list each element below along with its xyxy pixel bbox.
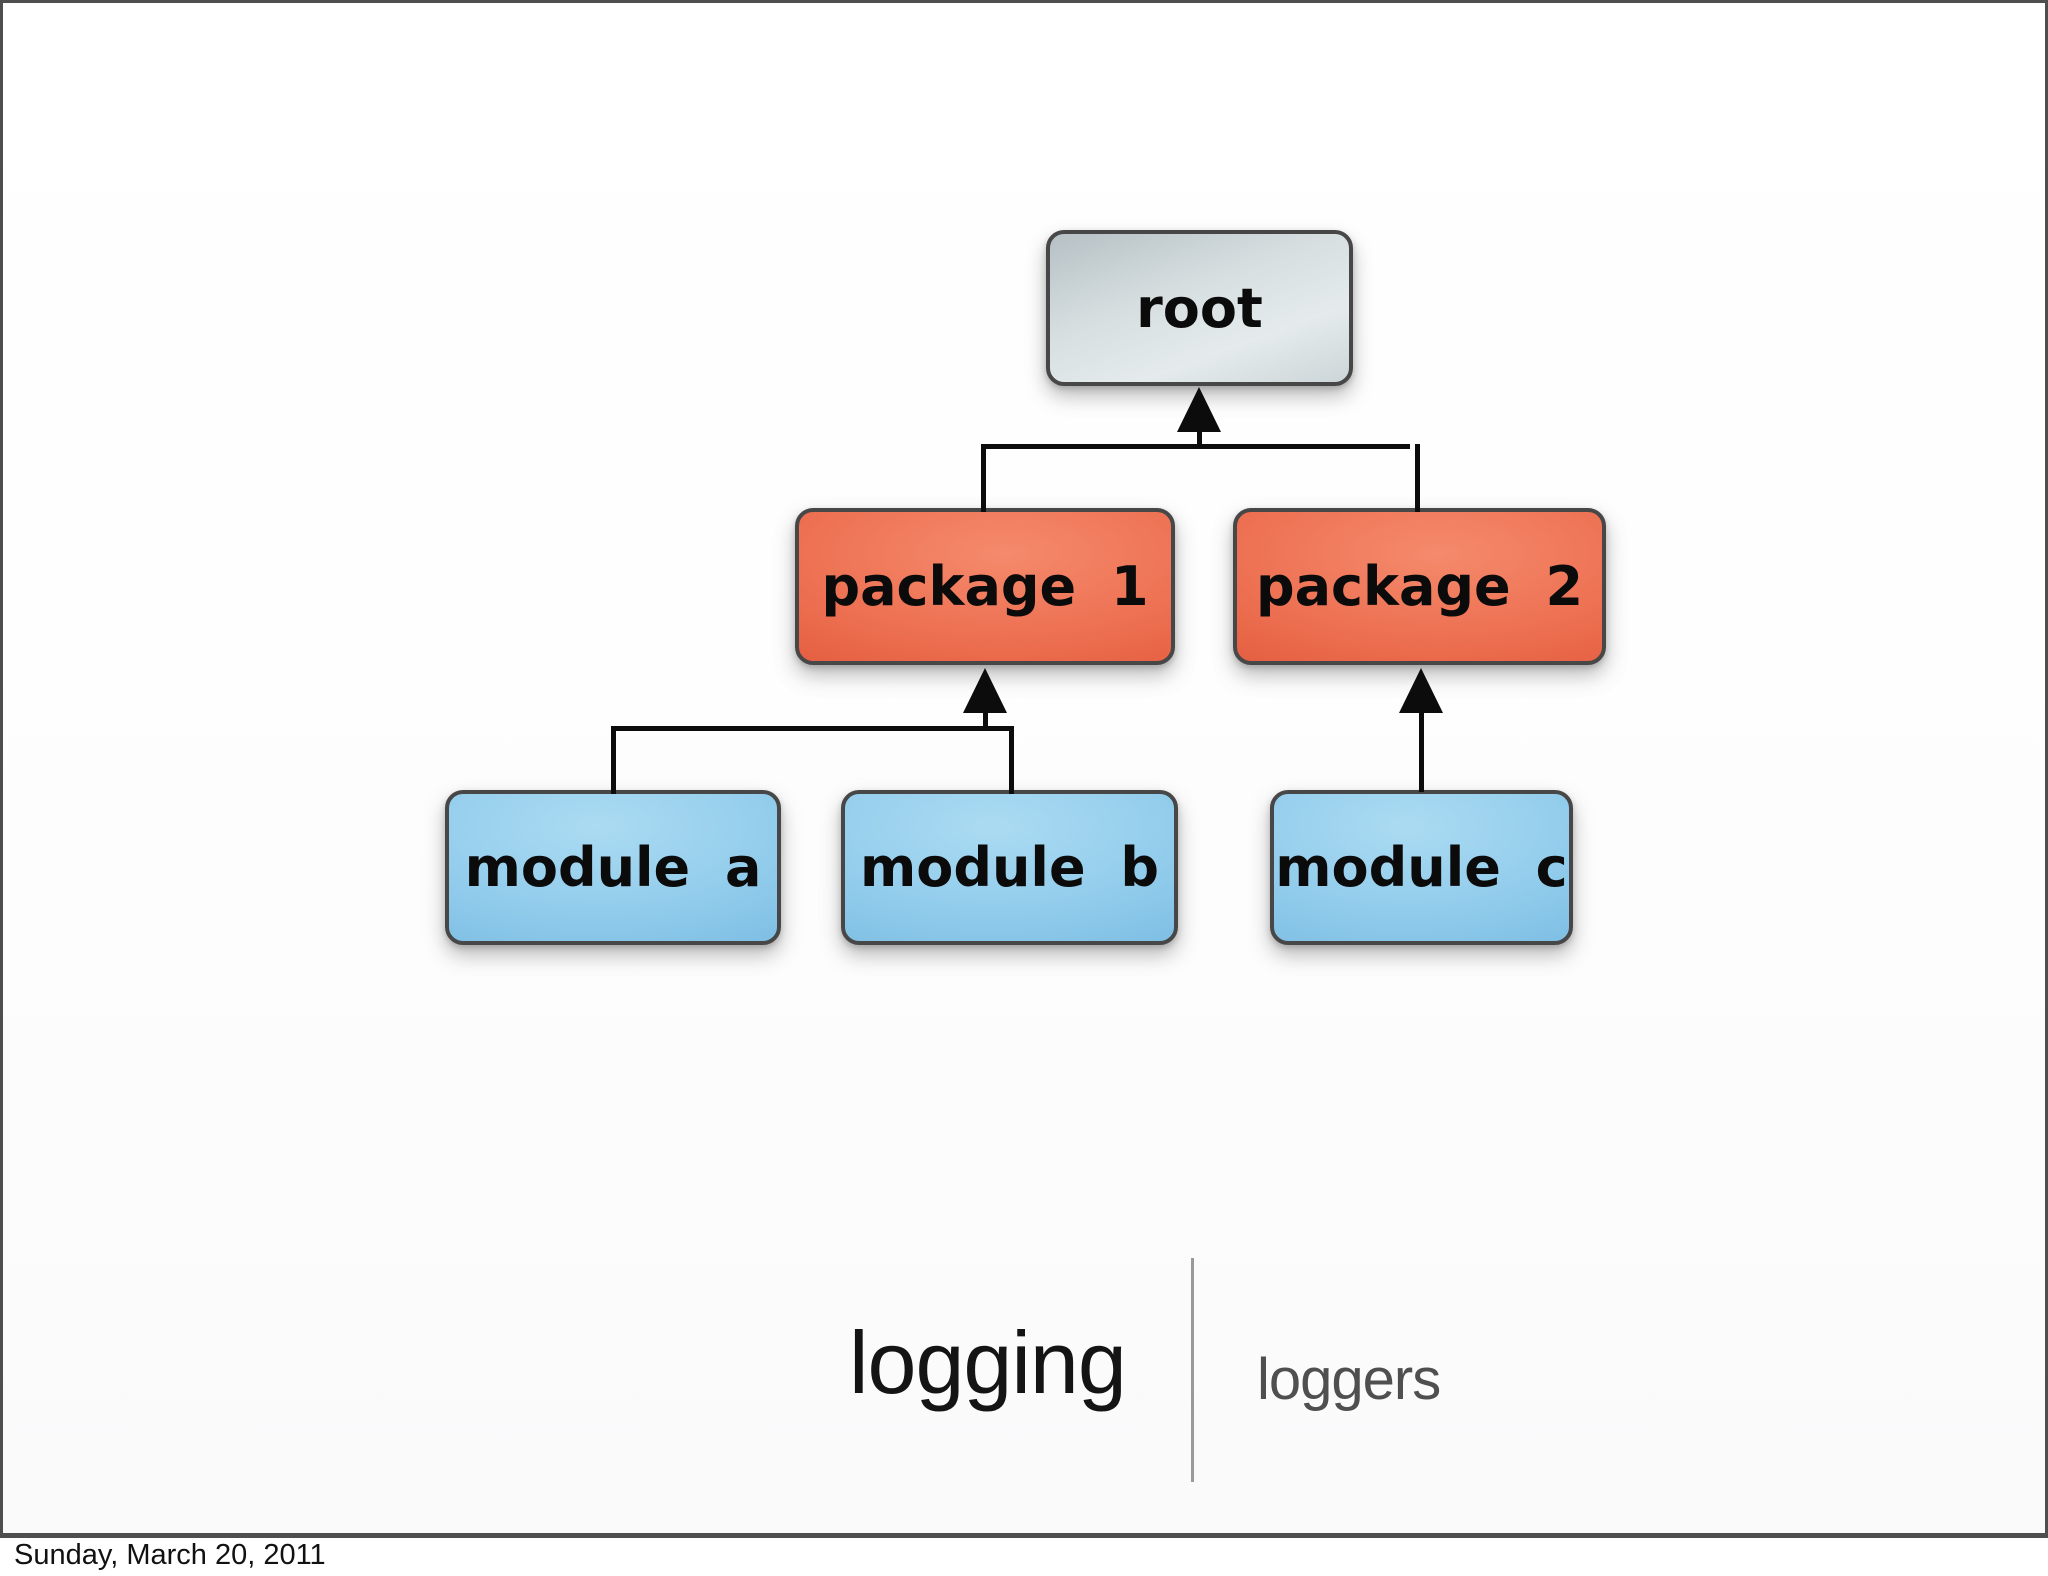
- connector-package-1-arrow-stem: [983, 706, 988, 731]
- connector-root-drop-package-1: [981, 444, 986, 512]
- diagram-node-module-a: module a: [445, 790, 781, 945]
- connector-root-drop-package-2: [1415, 444, 1420, 512]
- node-label-module-b: module b: [859, 836, 1160, 899]
- node-label-module-a: module a: [464, 836, 762, 899]
- node-label-package-1: package 1: [821, 555, 1149, 618]
- node-label-root: root: [1136, 276, 1263, 340]
- node-label-module-c: module c: [1275, 836, 1568, 899]
- node-label-package-2: package 2: [1255, 555, 1584, 618]
- date-caption: Sunday, March 20, 2011: [14, 1539, 326, 1571]
- connector-package-1-drop-module-a: [611, 726, 616, 794]
- arrow-up-icon-package-1: [963, 668, 1007, 713]
- arrow-up-icon-package-2: [1399, 668, 1443, 713]
- connector-package-1-drop-module-b: [1009, 726, 1014, 794]
- diagram-node-package-2: package 2: [1233, 508, 1606, 665]
- diagram-node-root: root: [1046, 230, 1353, 386]
- slide-canvas: root package 1 package 2 module a module…: [0, 0, 2048, 1538]
- diagram-node-module-c: module c: [1270, 790, 1573, 945]
- diagram-node-package-1: package 1: [795, 508, 1175, 665]
- slide-section-label: loggers: [1257, 1347, 1441, 1412]
- slide-title: logging: [849, 1313, 1127, 1412]
- arrow-up-icon-root: [1177, 387, 1221, 432]
- diagram-node-module-b: module b: [841, 790, 1178, 945]
- connector-package-1-horizontal-line: [611, 726, 1014, 731]
- connector-root-arrow-stem: [1197, 424, 1202, 449]
- connector-package-2-arrow-stem: [1419, 706, 1424, 792]
- connector-root-horizontal-line: [981, 444, 1410, 449]
- footer-divider: [1191, 1258, 1194, 1482]
